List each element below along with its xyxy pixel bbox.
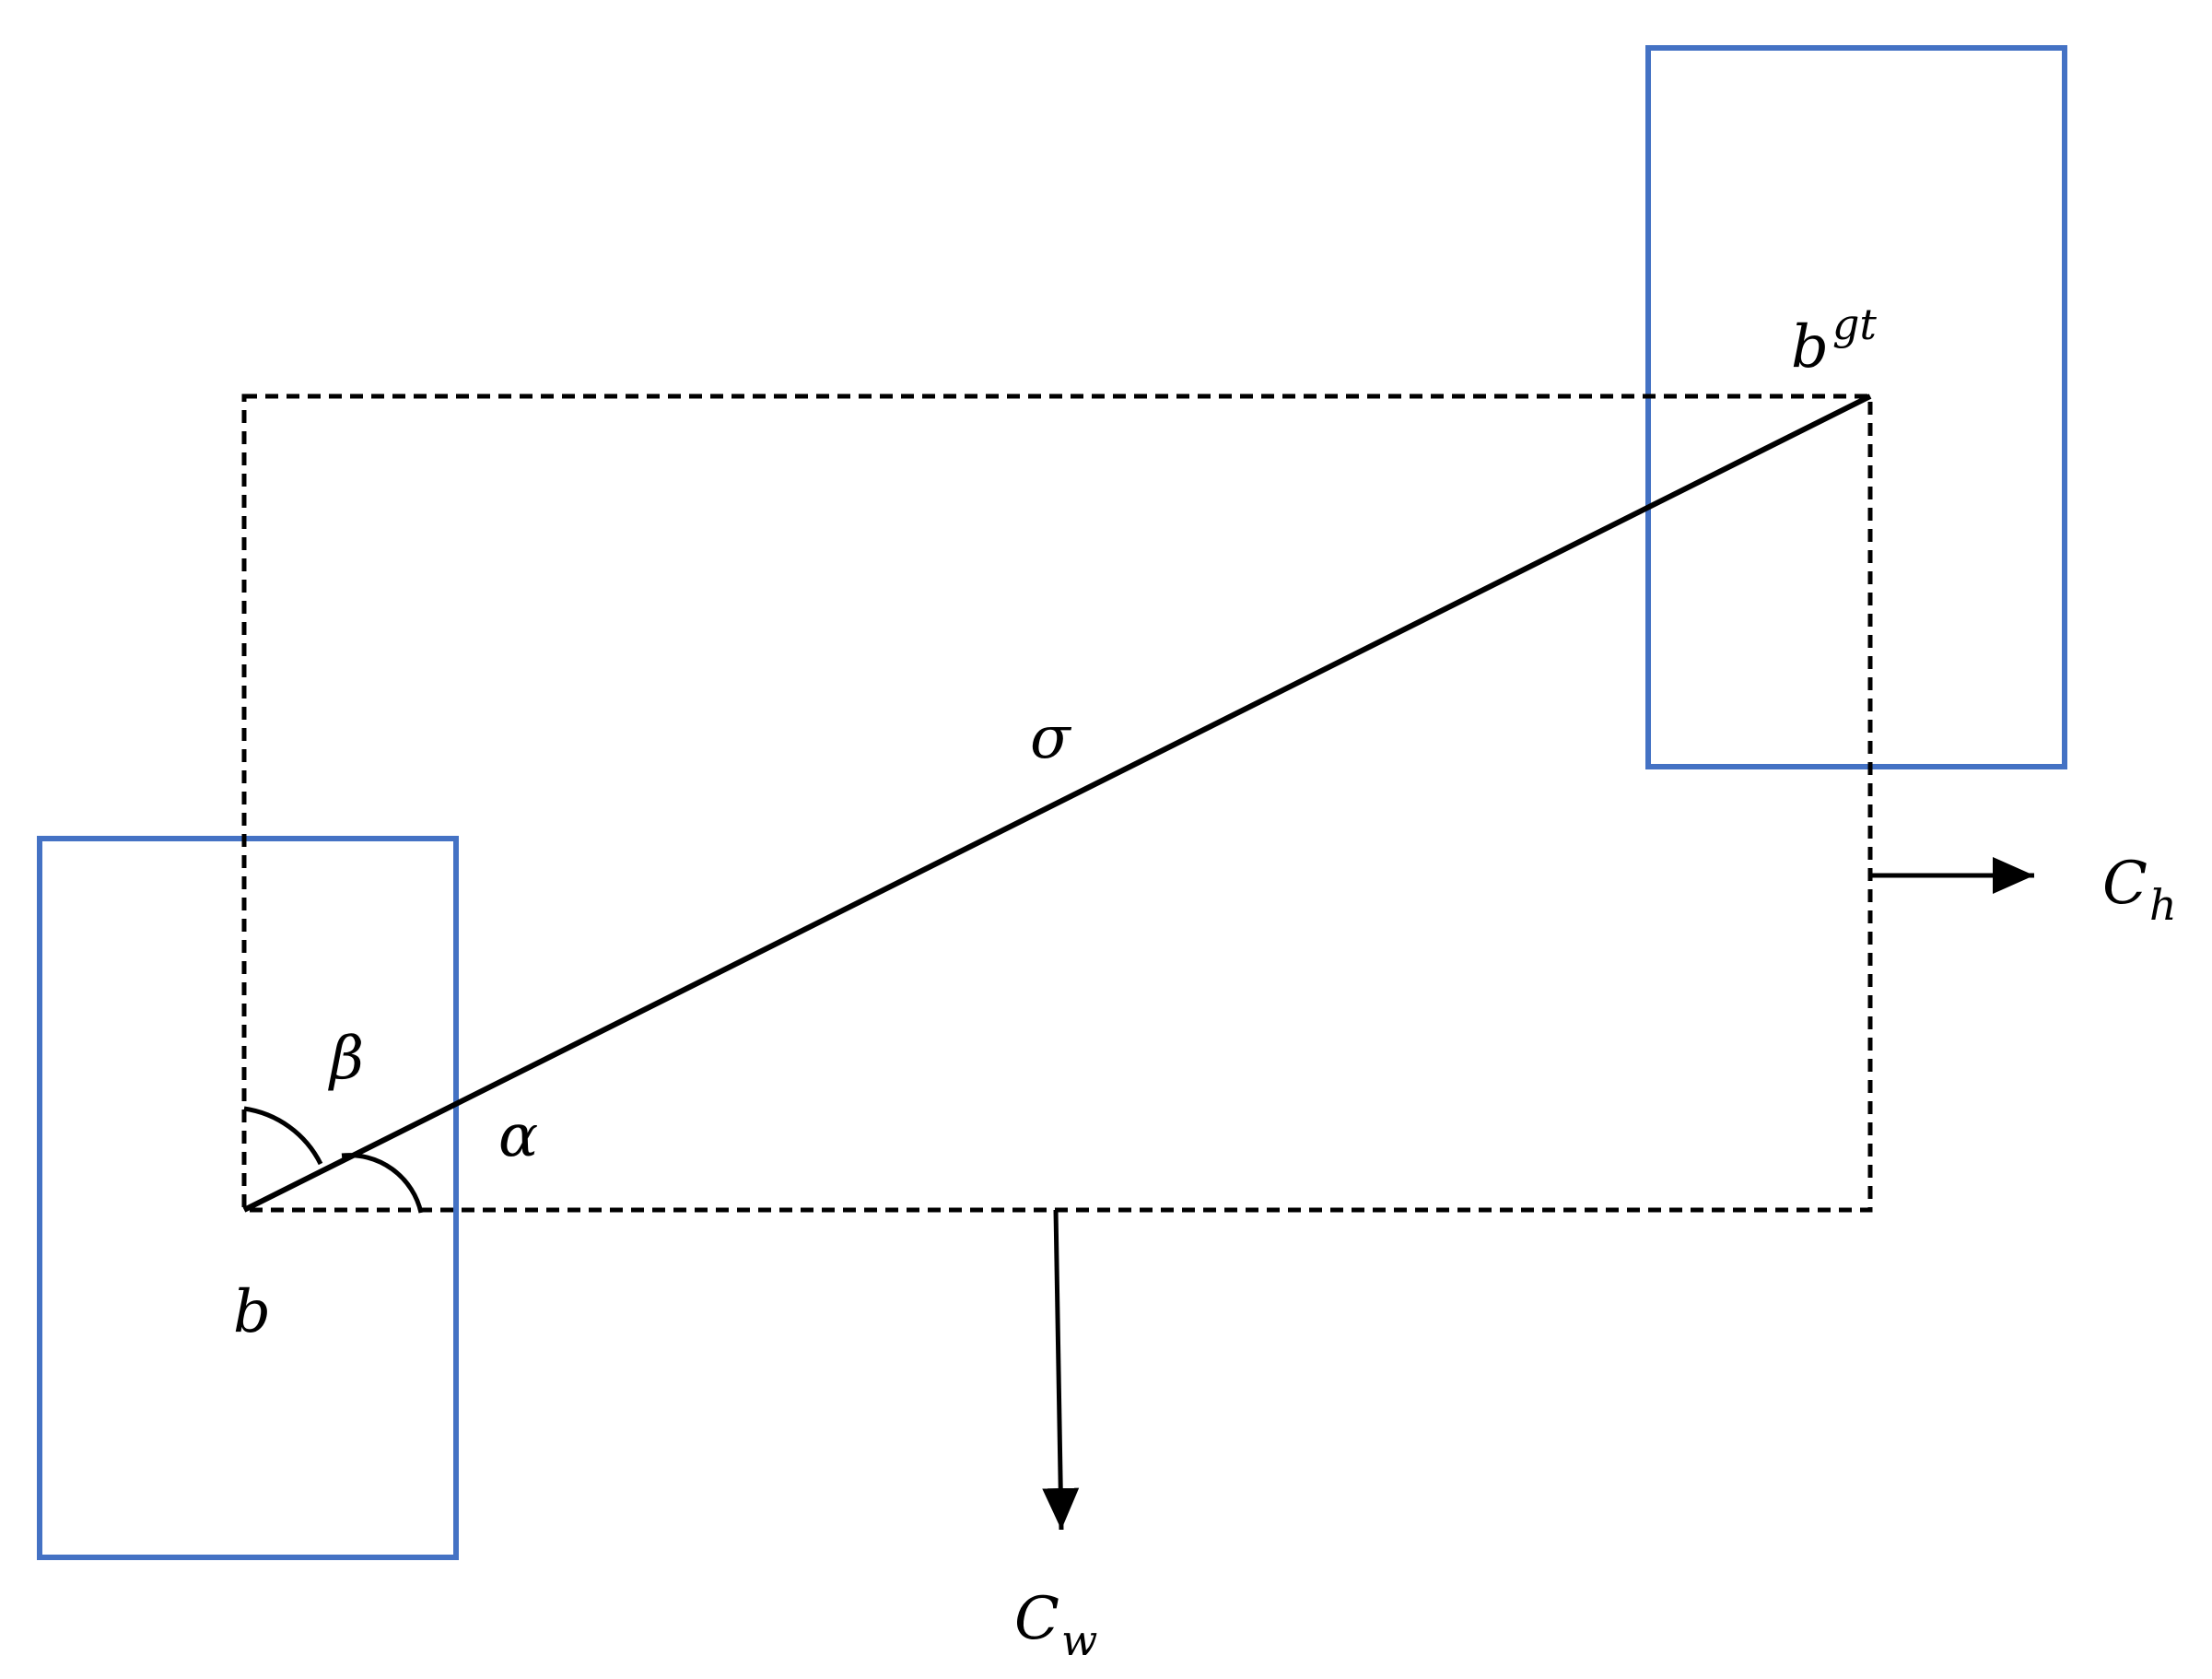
- ground-truth-box: [1645, 45, 2067, 769]
- center-connecting-line: [242, 393, 1872, 1213]
- label-beta: β: [328, 1025, 364, 1093]
- predicted-box: [37, 836, 459, 1560]
- label-b: b: [233, 1278, 271, 1346]
- label-bgt: bgt: [1791, 299, 1877, 382]
- label-cw: Cw: [1014, 1585, 1097, 1665]
- label-alpha: α: [498, 1102, 538, 1170]
- alpha-angle-arc: [341, 1153, 424, 1214]
- cw-arrow: [1042, 1209, 1080, 1531]
- beta-angle-arc: [243, 1106, 323, 1166]
- label-ch: Ch: [2102, 850, 2177, 930]
- label-sigma: σ: [1030, 704, 1072, 772]
